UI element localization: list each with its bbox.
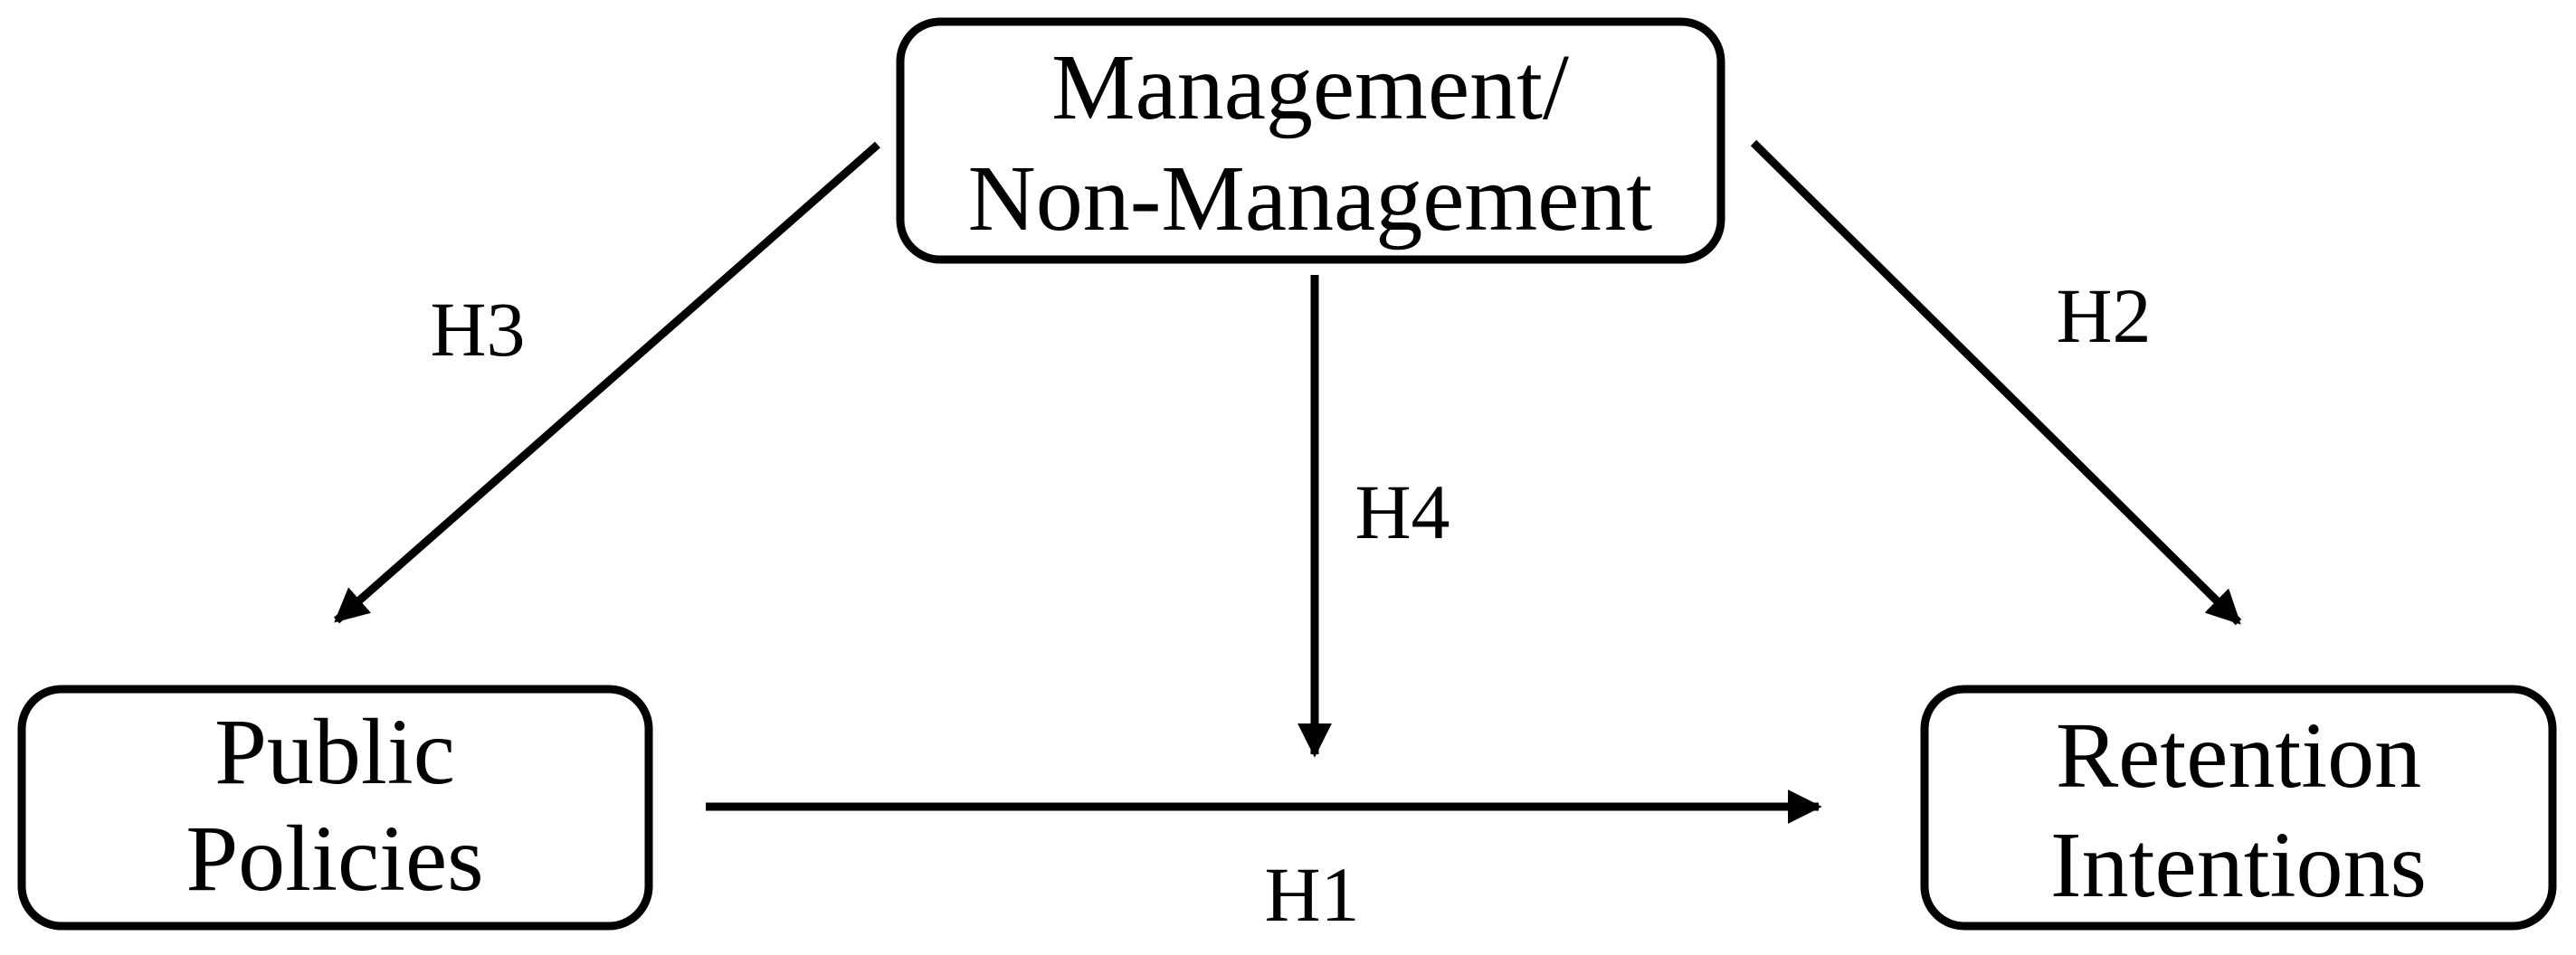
edge-h3: H3: [334, 141, 880, 624]
node-public-policies: Public Policies: [17, 685, 653, 931]
edge-label-h3: H3: [430, 286, 525, 373]
node-public-policies-line1: Public: [214, 700, 455, 804]
edge-h4: H4: [1298, 275, 1450, 758]
node-public-policies-line2: Policies: [185, 807, 483, 911]
node-retention-intentions: Retention Intentions: [1920, 685, 2557, 931]
arrow-h3: [334, 141, 880, 624]
arrow-h2: [1750, 139, 2242, 626]
edge-label-h1: H1: [1264, 851, 1359, 938]
node-management-box: [896, 17, 1725, 264]
node-retention-intentions-box: [1920, 685, 2557, 931]
edge-label-h2: H2: [2056, 272, 2151, 359]
edge-h1: H1: [706, 790, 1822, 938]
node-retention-intentions-line2: Intentions: [2050, 813, 2427, 917]
edge-h2: H2: [1750, 139, 2242, 626]
node-management-line2: Non-Management: [968, 147, 1653, 251]
edge-label-h4: H4: [1355, 468, 1450, 555]
node-retention-intentions-line1: Retention: [2056, 704, 2421, 808]
node-public-policies-box: [17, 685, 653, 931]
node-management: Management/ Non-Management: [896, 17, 1725, 264]
node-management-line1: Management/: [1051, 35, 1569, 139]
